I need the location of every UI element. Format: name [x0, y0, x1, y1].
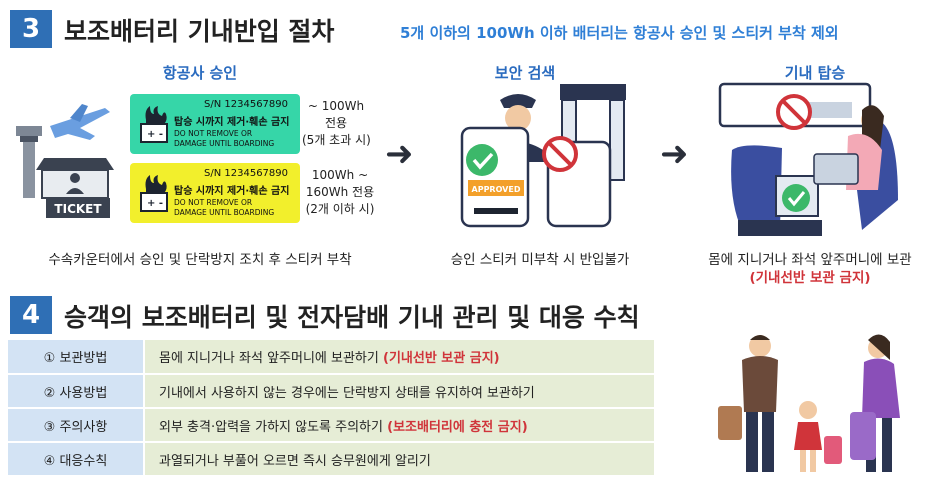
step-caption-security: 승인 스티커 미부착 시 반입불가 — [450, 252, 630, 268]
table-row: ① 보관방법 몸에 지니거나 좌석 앞주머니에 보관하기 (기내선반 보관 금지… — [8, 340, 654, 375]
rule-text-main: 과열되거나 부풀어 오르면 즉시 승무원에게 알리기 — [159, 453, 431, 469]
section3-subtitle: 5개 이하의 100Wh 이하 배터리는 항공사 승인 및 스티커 부착 제외 — [400, 24, 839, 42]
section4-title: 승객의 보조배터리 및 전자담배 기내 관리 및 대응 수칙 — [64, 303, 640, 332]
sticker-notice-1: DO NOT REMOVE OR — [174, 129, 253, 138]
range-line: (5개 초과 시) — [302, 133, 371, 147]
sticker-notice-1: DO NOT REMOVE OR — [174, 198, 253, 207]
arrow-right-icon: ➜ — [660, 134, 689, 174]
ticket-counter-illustration: TICKET — [16, 104, 114, 218]
mother-figure-icon — [850, 334, 900, 472]
security-check-illustration: APPROVED — [460, 84, 626, 228]
rule-text: 외부 충격·압력을 가하지 않도록 주의하기 (보조배터리에 충전 금지) — [144, 408, 654, 443]
child-figure-icon — [794, 401, 842, 472]
rule-text: 몸에 지니거나 좌석 앞주머니에 보관하기 (기내선반 보관 금지) — [144, 340, 654, 375]
svg-text:+ -: + - — [147, 129, 163, 140]
overhead-bin-icon — [718, 82, 872, 130]
step-heading-security: 보안 검색 — [494, 64, 556, 82]
sticker-notice-2: DAMAGE UNTIL BOARDING — [174, 208, 275, 217]
step-caption-approval: 수속카운터에서 승인 및 단락방지 조치 후 스티커 부착 — [48, 252, 352, 268]
step-caption-boarding: 몸에 지니거나 좌석 앞주머니에 보관 — [708, 252, 912, 268]
range-line: 100Wh ~ — [311, 168, 369, 182]
passenger-icon — [813, 105, 884, 190]
rules-table: ① 보관방법 몸에 지니거나 좌석 앞주머니에 보관하기 (기내선반 보관 금지… — [8, 340, 654, 477]
ticket-label: TICKET — [54, 202, 102, 216]
sticker-serial: S/N 1234567890 — [204, 168, 288, 179]
approved-stamp: APPROVED — [472, 185, 521, 194]
battery-fire-icon: + - — [140, 106, 168, 143]
table-row: ② 사용방법 기내에서 사용하지 않는 경우에는 단락방지 상태를 유지하여 보… — [8, 374, 654, 409]
range-line: 160Wh 전용 — [305, 185, 375, 199]
seat-pocket-icon — [775, 175, 819, 217]
rule-text: 과열되거나 부풀어 오르면 즉시 승무원에게 알리기 — [144, 442, 654, 477]
range-line: 전용 — [324, 116, 348, 130]
rule-label: ③ 주의사항 — [8, 408, 145, 443]
rule-text-main: 기내에서 사용하지 않는 경우에는 단락방지 상태를 유지하여 보관하기 — [159, 385, 535, 401]
rule-text: 기내에서 사용하지 않는 경우에는 단락방지 상태를 유지하여 보관하기 — [144, 374, 654, 409]
arrow-right-icon: ➜ — [385, 134, 414, 174]
section3-title: 보조배터리 기내반입 절차 — [64, 17, 335, 46]
battery-approved-icon — [460, 126, 530, 228]
sticker-range-green: ~ 100Wh 전용 (5개 초과 시) — [302, 98, 371, 149]
step-heading-approval: 항공사 승인 — [162, 64, 238, 82]
sticker-warning: 탑승 시까지 제거·훼손 금지 — [174, 117, 290, 128]
step-heading-boarding: 기내 탑승 — [784, 64, 846, 82]
battery-fire-icon: + - — [140, 175, 168, 212]
sticker-notice-2: DAMAGE UNTIL BOARDING — [174, 139, 275, 148]
rule-text-warning: (보조배터리에 충전 금지) — [387, 419, 528, 435]
family-travelers-illustration — [718, 334, 900, 472]
section3-number: 3 — [10, 10, 52, 48]
rule-text-main: 몸에 지니거나 좌석 앞주머니에 보관하기 — [159, 351, 379, 366]
section4-number: 4 — [10, 296, 52, 334]
sticker-warning: 탑승 시까지 제거·훼손 금지 — [174, 186, 290, 197]
rule-label: ② 사용방법 — [8, 374, 145, 409]
rule-text-warning: (기내선반 보관 금지) — [383, 351, 500, 366]
table-row: ④ 대응수칙 과열되거나 부풀어 오르면 즉시 승무원에게 알리기 — [8, 442, 654, 477]
battery-rejected-icon — [542, 136, 612, 228]
airplane-icon — [50, 104, 110, 140]
boarding-illustration — [718, 82, 898, 236]
sticker-green: + - S/N 1234567890 탑승 시까지 제거·훼손 금지 DO NO… — [130, 94, 300, 154]
father-figure-icon — [718, 335, 778, 472]
sticker-yellow: + - S/N 1234567890 탑승 시까지 제거·훼손 금지 DO NO… — [130, 163, 300, 223]
table-row: ③ 주의사항 외부 충격·압력을 가하지 않도록 주의하기 (보조배터리에 충전… — [8, 408, 654, 443]
counter-icon — [36, 158, 114, 218]
rule-text-main: 외부 충격·압력을 가하지 않도록 주의하기 — [159, 419, 383, 435]
range-line: (2개 이하 시) — [305, 202, 375, 216]
control-tower-icon — [16, 126, 42, 198]
step-caption-boarding-warning: (기내선반 보관 금지) — [749, 270, 871, 286]
range-line: ~ 100Wh — [307, 99, 365, 113]
rule-label: ① 보관방법 — [8, 340, 145, 375]
rule-label: ④ 대응수칙 — [8, 442, 145, 477]
svg-text:+ -: + - — [147, 198, 163, 209]
sticker-range-yellow: 100Wh ~ 160Wh 전용 (2개 이하 시) — [303, 167, 377, 218]
sticker-serial: S/N 1234567890 — [204, 99, 288, 110]
